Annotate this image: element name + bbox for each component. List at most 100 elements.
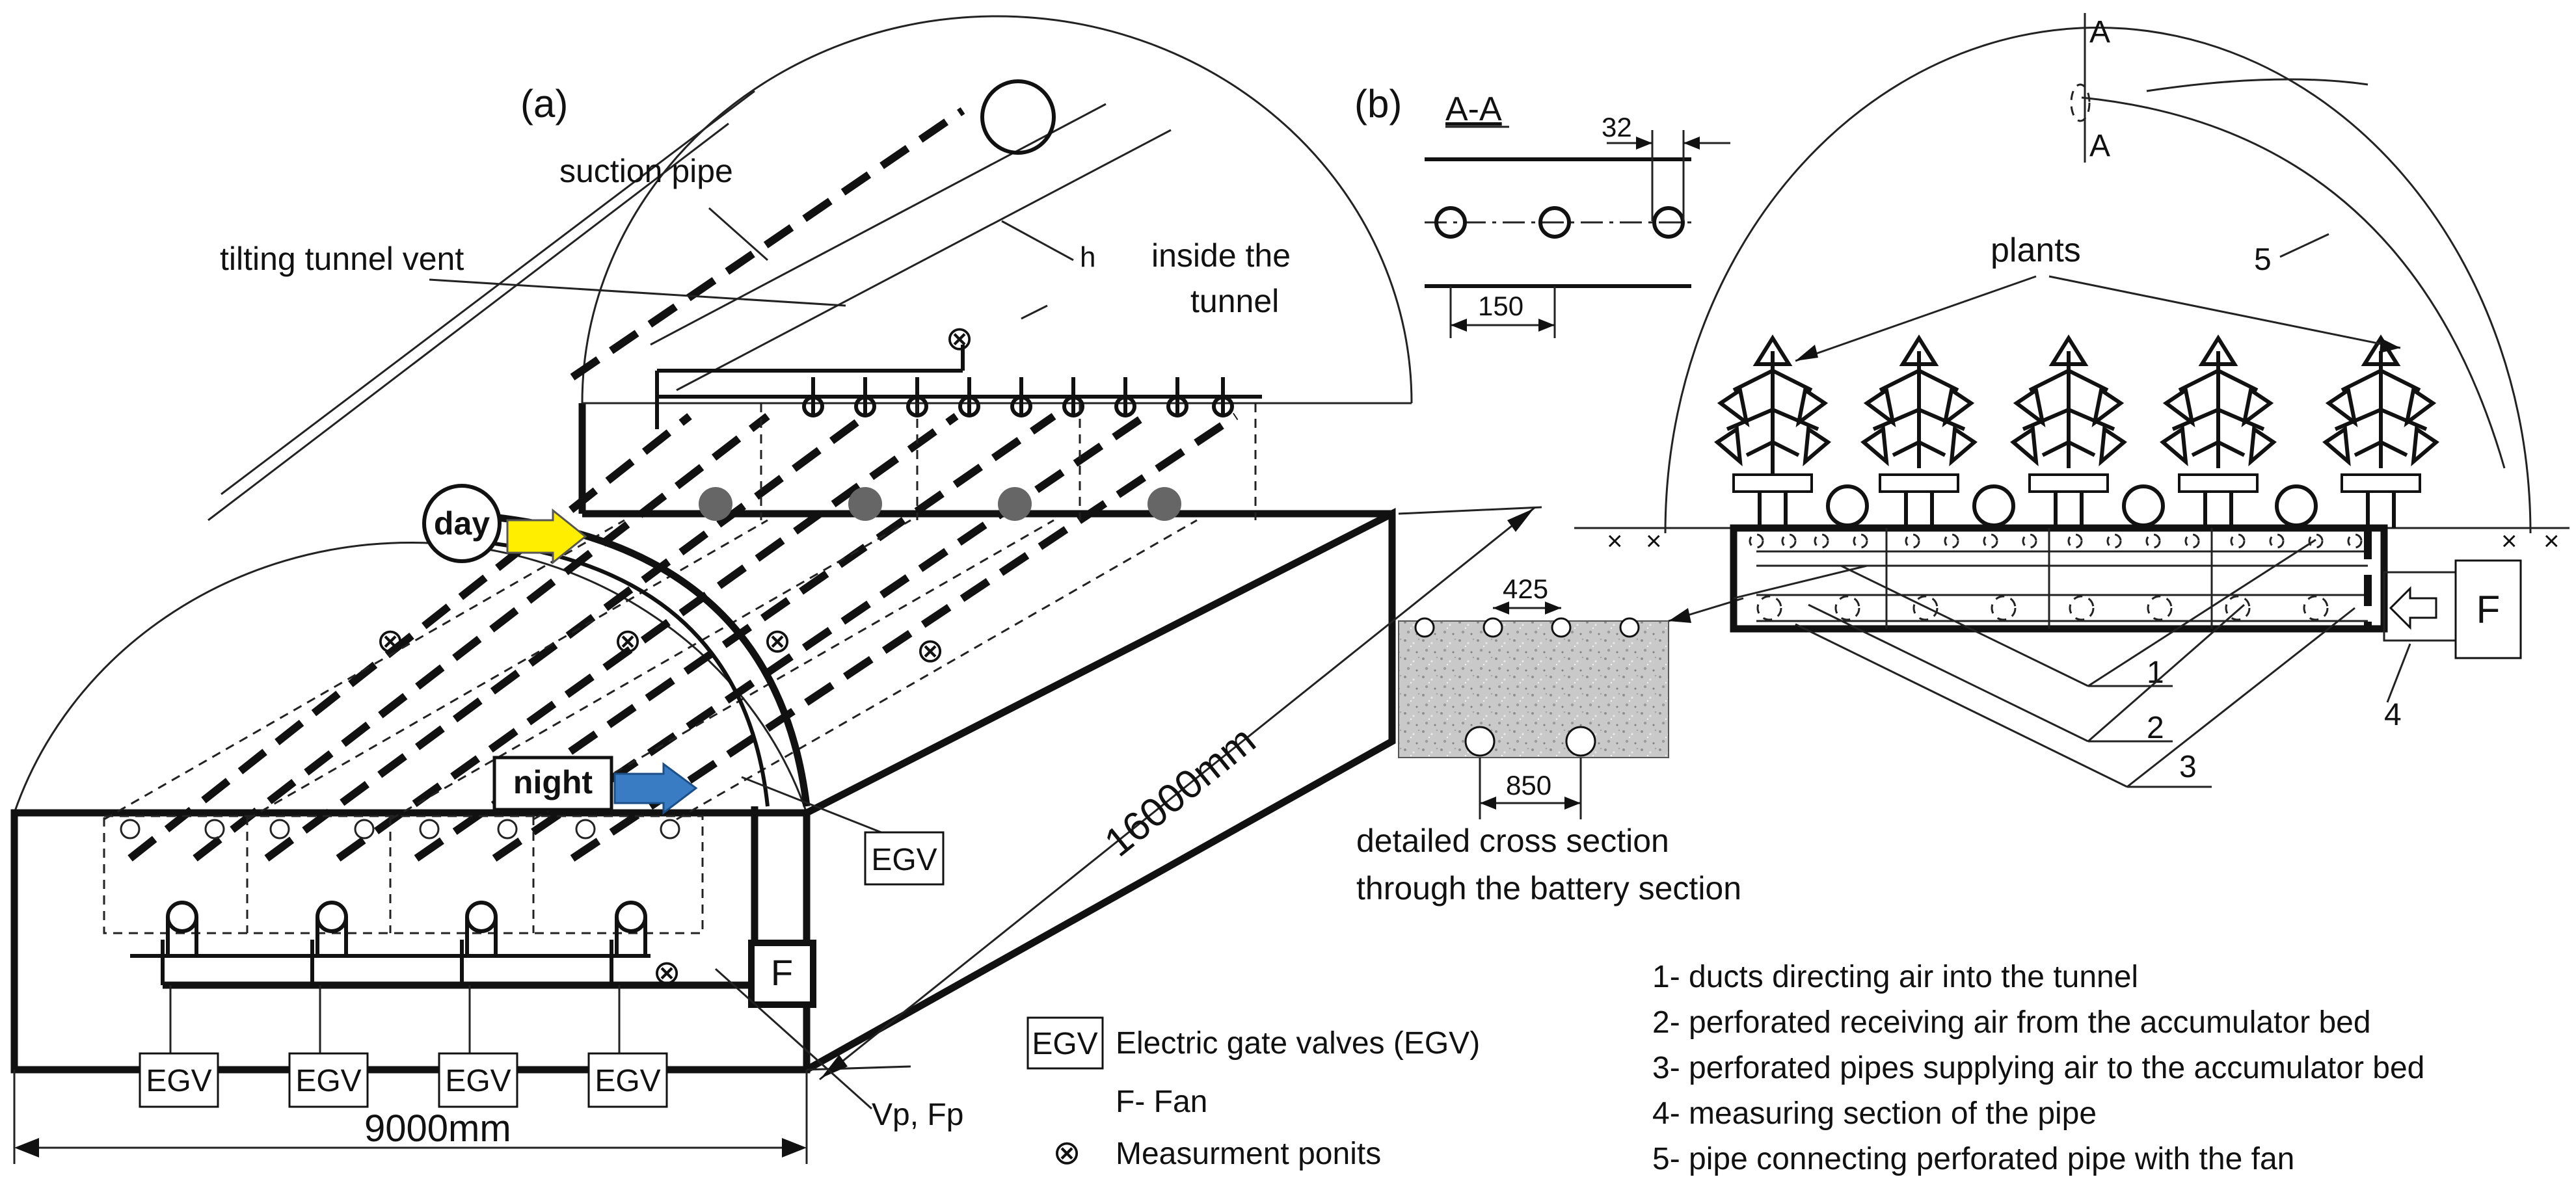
tilting-vent-leader bbox=[429, 278, 846, 307]
num-3: 3 bbox=[2179, 750, 2197, 784]
dim-150: 150 bbox=[1478, 291, 1523, 321]
legend-egv-box bbox=[1026, 1016, 1104, 1070]
svg-text:⊗: ⊗ bbox=[763, 622, 792, 660]
plants-leader-right bbox=[2048, 275, 2401, 349]
legend-measure-text: Measurment ponits bbox=[1116, 1137, 1381, 1171]
suction-pipe-upper bbox=[650, 103, 1107, 346]
plant-5 bbox=[2322, 334, 2439, 468]
base-box-top-right bbox=[805, 508, 1396, 1073]
note-2: 2- perforated receiving air from the acc… bbox=[1652, 1005, 2371, 1040]
fan-box-a bbox=[748, 940, 816, 1008]
egv-side-label: EGV bbox=[871, 843, 937, 877]
inlet-arrow bbox=[2389, 586, 2437, 630]
note-1: 1- ducts directing air into the tunnel bbox=[1652, 960, 2138, 994]
svg-text:⊗: ⊗ bbox=[945, 320, 974, 358]
panel-b: (b) A-A 32 150 bbox=[1354, 13, 2569, 906]
front-holes bbox=[120, 819, 680, 840]
measurement-points: ⊗ ⊗ ⊗ ⊗ ⊗ ⊗ bbox=[376, 320, 974, 992]
length-dim-label: 16000mm bbox=[1096, 718, 1264, 866]
tilting-vent-label: tilting tunnel vent bbox=[220, 241, 464, 277]
fan-label-a: F bbox=[771, 952, 793, 993]
bed-dividers bbox=[1756, 528, 2368, 629]
section-hole-3 bbox=[1652, 206, 1685, 239]
buried-pipes bbox=[699, 487, 1181, 521]
section-mark-bottom: A bbox=[2089, 129, 2110, 163]
legend-egv-text: Electric gate valves (EGV) bbox=[1116, 1026, 1480, 1061]
cross-1: × bbox=[1607, 525, 1623, 556]
egv-side-leader bbox=[741, 776, 898, 840]
plants-label: plants bbox=[1991, 231, 2081, 269]
vp-fp-label: Vp, Fp bbox=[872, 1098, 963, 1132]
egv-side-box bbox=[864, 831, 945, 886]
panel-a: (a) bbox=[10, 15, 1542, 1164]
legend: EGV Electric gate valves (EGV) F- Fan ⊗ … bbox=[1026, 1016, 1480, 1172]
section-hole-2 bbox=[1538, 206, 1571, 239]
legend-fan-text: F- Fan bbox=[1116, 1085, 1207, 1119]
svg-text:⊗: ⊗ bbox=[916, 632, 945, 670]
battery-detail-block bbox=[1398, 620, 1669, 758]
cross-3: × bbox=[2501, 525, 2517, 556]
svg-text:⊗: ⊗ bbox=[652, 954, 681, 992]
plants bbox=[1714, 334, 2439, 475]
legend-egv-box-label: EGV bbox=[1032, 1027, 1097, 1061]
plant-4 bbox=[2160, 334, 2277, 468]
plants-leader-left bbox=[1795, 275, 2037, 362]
ridge-line-2 bbox=[208, 122, 729, 522]
num-5: 5 bbox=[2254, 243, 2272, 277]
note-5: 5- pipe connecting perforated pipe with … bbox=[1652, 1142, 2294, 1176]
suction-pipe-end bbox=[980, 79, 1056, 155]
vent-line bbox=[570, 107, 965, 380]
dim-850: 850 bbox=[1506, 770, 1551, 800]
svg-text:night: night bbox=[513, 764, 593, 800]
num-2: 2 bbox=[2147, 711, 2164, 745]
detail-text-2: through the battery section bbox=[1356, 870, 1741, 906]
note-4: 4- measuring section of the pipe bbox=[1652, 1096, 2097, 1131]
plant-3 bbox=[2010, 334, 2127, 468]
b-roof-line bbox=[2146, 78, 2368, 92]
floor-grid bbox=[103, 403, 1257, 934]
width-dimension: 9000mm bbox=[13, 1070, 808, 1164]
cross-4: × bbox=[2543, 525, 2560, 556]
b-left-duct bbox=[1733, 564, 1868, 600]
b-arch bbox=[1664, 26, 2532, 534]
battery-detail-pipes bbox=[1414, 617, 1640, 757]
bed-small-holes bbox=[1749, 533, 2363, 549]
back-arch bbox=[581, 15, 1413, 404]
inside-label-1: inside the bbox=[1151, 237, 1291, 274]
egv-bottom-3: EGV bbox=[445, 1064, 511, 1098]
fan-label-b: F bbox=[2476, 588, 2501, 631]
plant-tables bbox=[1732, 473, 2421, 528]
suction-pipe-leader bbox=[708, 207, 768, 261]
svg-text:⊗: ⊗ bbox=[376, 622, 405, 660]
section-cut-mark bbox=[2070, 83, 2091, 122]
panel-b-label: (b) bbox=[1354, 82, 1402, 126]
egv-bottom-4: EGV bbox=[595, 1064, 660, 1098]
night-arrow bbox=[613, 762, 698, 815]
plant-2 bbox=[1860, 334, 1978, 468]
svg-text:⊗: ⊗ bbox=[613, 622, 642, 660]
length-dimension: 16000mm bbox=[806, 506, 1542, 1081]
vp-leader bbox=[714, 968, 873, 1110]
section-title: A-A bbox=[1445, 90, 1502, 128]
bottom-egv-boxes: EGV EGV EGV EGV bbox=[139, 985, 668, 1108]
suction-pipe-label: suction pipe bbox=[559, 153, 733, 189]
day-arrow bbox=[506, 508, 587, 565]
fan-box-b bbox=[2454, 559, 2522, 659]
egv-bottom-1: EGV bbox=[146, 1064, 211, 1098]
dim-425: 425 bbox=[1503, 574, 1548, 604]
dashed-pipe-lines bbox=[127, 413, 1239, 862]
accumulator-bed bbox=[1730, 524, 2388, 633]
section-mark-top: A bbox=[2089, 15, 2110, 49]
egv-bottom-2: EGV bbox=[295, 1064, 361, 1098]
notes: 1- ducts directing air into the tunnel 2… bbox=[1652, 960, 2424, 1176]
ridge-line-1 bbox=[221, 90, 755, 496]
num-4: 4 bbox=[2384, 698, 2402, 732]
night-marker: night bbox=[492, 756, 698, 815]
dim-32: 32 bbox=[1602, 112, 1632, 142]
section-hole-1 bbox=[1434, 206, 1467, 239]
legend-measure-icon: ⊗ bbox=[1053, 1134, 1081, 1172]
h-label: h bbox=[1080, 241, 1095, 273]
detail-text-1: detailed cross section bbox=[1356, 823, 1669, 859]
num-1: 1 bbox=[2147, 655, 2164, 690]
